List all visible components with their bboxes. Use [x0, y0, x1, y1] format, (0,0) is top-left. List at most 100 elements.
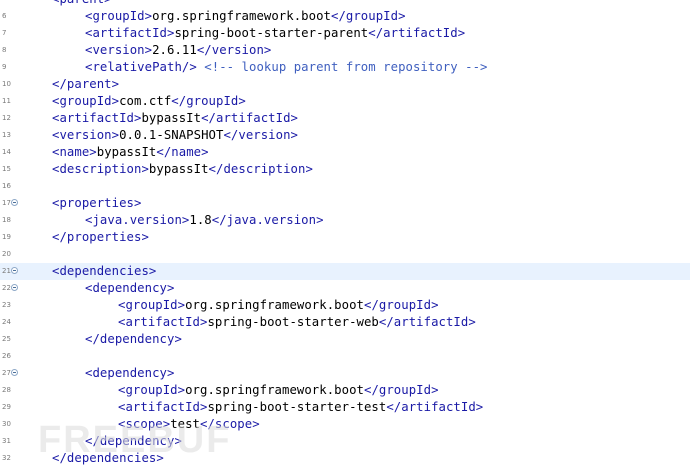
code-line[interactable]: 6 <groupId>org.springframework.boot</grou… — [0, 8, 690, 25]
code-line[interactable]: 23<groupId>org.springframework.boot</gro… — [0, 297, 690, 314]
xml-tag: </scope> — [200, 417, 260, 431]
xml-tag: <dependency> — [85, 281, 175, 295]
xml-tag: </groupId> — [330, 9, 406, 23]
code-line[interactable]: <parent> — [0, 0, 690, 8]
xml-tag: <description> — [52, 162, 149, 176]
code-text: </dependency> — [85, 331, 182, 348]
xml-tag: </name> — [156, 145, 209, 159]
xml-tag: </description> — [208, 162, 313, 176]
watermark-logo: FREEBUF — [38, 419, 232, 461]
line-number: 6 — [2, 12, 7, 20]
line-number: 11 — [2, 97, 11, 105]
code-text: <groupId>org.springframework.boot</group… — [118, 382, 439, 399]
line-number: 32 — [2, 454, 11, 462]
xml-tag: <groupId> — [118, 383, 186, 397]
code-line[interactable]: 8<version>2.6.11</version> — [0, 42, 690, 59]
code-text: </dependencies> — [52, 450, 164, 467]
line-number: 8 — [2, 46, 7, 54]
code-text: <dependencies> — [52, 263, 156, 280]
fold-collapse-icon[interactable] — [11, 369, 18, 376]
line-number: 29 — [2, 403, 11, 411]
code-line[interactable]: 32 </dependencies> — [0, 450, 690, 467]
line-number: 13 — [2, 131, 11, 139]
code-text: <groupId>org.springframework.boot</group… — [118, 297, 439, 314]
code-line[interactable]: 27<dependency> — [0, 365, 690, 382]
line-number: 16 — [2, 182, 11, 190]
code-line[interactable]: 29<artifactId>spring-boot-starter-test</… — [0, 399, 690, 416]
code-text: <groupId>org.springframework.boot</group… — [85, 8, 406, 25]
xml-text: test — [170, 417, 201, 431]
code-line[interactable]: 10 </parent> — [0, 76, 690, 93]
code-line[interactable]: 28<groupId>org.springframework.boot</gro… — [0, 382, 690, 399]
code-line[interactable]: 14 <name>bypassIt</name> — [0, 144, 690, 161]
code-line[interactable]: 31</dependency> — [0, 433, 690, 450]
code-text: <dependency> — [85, 365, 174, 382]
line-number: 18 — [2, 216, 11, 224]
xml-tag: <version> — [85, 43, 153, 57]
code-line[interactable]: 15<description>bypassIt</description> — [0, 161, 690, 178]
code-line[interactable]: 24<artifactId>spring-boot-starter-web</a… — [0, 314, 690, 331]
code-text: <relativePath/> <!-- lookup parent from … — [85, 59, 488, 76]
xml-tag: <artifactId> — [52, 111, 142, 125]
xml-text: org.springframework.boot — [185, 383, 364, 397]
xml-tag: </artifactId> — [201, 111, 298, 125]
code-line[interactable]: 13<version>0.0.1-SNAPSHOT</version> — [0, 127, 690, 144]
xml-tag: <dependency> — [85, 366, 175, 380]
code-line[interactable]: 30 <scope>test</scope> — [0, 416, 690, 433]
line-number: 30 — [2, 420, 11, 428]
line-number: 9 — [2, 63, 7, 71]
line-number: 12 — [2, 114, 11, 122]
xml-text: spring-boot-starter-web — [207, 315, 379, 329]
fold-collapse-icon[interactable] — [11, 284, 18, 291]
line-number: 14 — [2, 148, 11, 156]
xml-tag: <parent> — [52, 0, 112, 6]
code-line[interactable]: 19</properties> — [0, 229, 690, 246]
xml-tag: <properties> — [52, 196, 142, 210]
code-text: <groupId>com.ctf</groupId> — [52, 93, 246, 110]
code-line[interactable]: 25 </dependency> — [0, 331, 690, 348]
code-text: <java.version>1.8</java.version> — [85, 212, 324, 229]
code-line[interactable]: 20 — [0, 246, 690, 263]
xml-tag: </parent> — [52, 77, 120, 91]
code-line[interactable]: 16 — [0, 178, 690, 195]
xml-tag: <relativePath/> — [85, 60, 197, 74]
xml-tag: </artifactId> — [368, 26, 466, 40]
xml-tag: </groupId> — [363, 383, 439, 397]
xml-tag: </artifactId> — [378, 315, 476, 329]
code-line[interactable]: 12<artifactId>bypassIt</artifactId> — [0, 110, 690, 127]
xml-text: org.springframework.boot — [152, 9, 331, 23]
fold-collapse-icon[interactable] — [11, 267, 18, 274]
xml-text: 0.0.1-SNAPSHOT — [119, 128, 224, 142]
xml-tag: <groupId> — [52, 94, 120, 108]
line-number: 25 — [2, 335, 11, 343]
xml-tag: </dependency> — [85, 332, 182, 346]
xml-tag: </groupId> — [171, 94, 246, 108]
code-line[interactable]: 21<dependencies> — [0, 263, 690, 280]
code-line[interactable]: 26 — [0, 348, 690, 365]
xml-text: bypassIt — [96, 145, 157, 159]
xml-text: spring-boot-starter-parent — [174, 26, 369, 40]
code-line[interactable]: 22<dependency> — [0, 280, 690, 297]
code-line[interactable]: 9 <relativePath/> <!-- lookup parent from… — [0, 59, 690, 76]
code-text: <scope>test</scope> — [118, 416, 260, 433]
fold-collapse-icon[interactable] — [11, 199, 18, 206]
xml-comment: <!-- lookup parent from repository --> — [204, 60, 488, 74]
code-text: <artifactId>spring-boot-starter-web</art… — [118, 314, 476, 331]
line-number: 10 — [2, 80, 11, 88]
code-line[interactable]: 11 <groupId>com.ctf</groupId> — [0, 93, 690, 110]
xml-tag: <artifactId> — [118, 315, 208, 329]
code-line[interactable]: 18 <java.version>1.8</java.version> — [0, 212, 690, 229]
xml-text: spring-boot-starter-test — [207, 400, 387, 414]
line-number: 20 — [2, 250, 11, 258]
code-line[interactable]: 17<properties> — [0, 195, 690, 212]
code-line[interactable]: 7 <artifactId>spring-boot-starter-parent<… — [0, 25, 690, 42]
code-text: <name>bypassIt</name> — [52, 144, 209, 161]
xml-tag: </dependencies> — [52, 451, 164, 465]
xml-tag: </artifactId> — [386, 400, 484, 414]
xml-tag: </version> — [223, 128, 298, 142]
code-text: <artifactId>spring-boot-starter-parent</… — [85, 25, 465, 42]
xml-text: 1.8 — [189, 213, 212, 227]
line-number: 7 — [2, 29, 7, 37]
code-text: </properties> — [52, 229, 149, 246]
